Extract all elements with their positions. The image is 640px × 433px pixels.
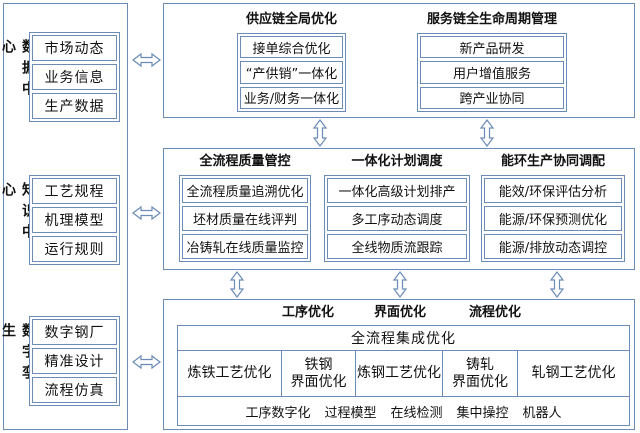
digital-twin-item: 流程仿真	[32, 377, 117, 403]
process-cell-line: 炼铁工艺优化	[187, 365, 272, 381]
quality-control-item: 全流程质量追溯优化	[182, 178, 308, 203]
digital-twin-items: 数字钢厂 精准设计 流程仿真	[29, 316, 120, 406]
integration-box: 全流程集成优化 炼铁工艺优化 铁钢 界面优化 炼钢工艺优化 铸轧 界面优化 轧钢…	[177, 325, 630, 426]
digital-twin-title: 数字孪生	[0, 316, 36, 406]
quality-control-items: 全流程质量追溯优化 坯材质量在线评判 冶铸轧在线质量监控	[179, 175, 311, 262]
double-arrow-middle-bottom-icon	[549, 271, 565, 298]
process-cell-line: 炼钢工艺优化	[357, 365, 441, 381]
process-cell: 铁钢 界面优化	[282, 351, 356, 396]
knowledge-center-item: 机理模型	[32, 207, 117, 233]
double-arrow-left-middle-icon	[132, 205, 161, 221]
energy-environment-items: 能效/环保评估分析 能源/环保预测优化 能源/排放动态调控	[481, 175, 625, 262]
process-cell-line: 轧钢工艺优化	[531, 365, 616, 381]
flow-optimization-header: 流程优化	[468, 305, 521, 320]
foundation-item: 工序数字化	[245, 405, 311, 421]
energy-environment-item: 能源/环保预测优化	[484, 206, 622, 231]
quality-control-item: 冶铸轧在线质量监控	[182, 234, 308, 259]
top-block: 供应链全局优化 接单综合优化 “产供销”一体化 业务/财务一体化 服务链全生命周…	[163, 3, 635, 118]
foundation-item: 过程模型	[324, 405, 377, 421]
process-cell: 铸轧 界面优化	[443, 351, 518, 396]
bottom-block: 工序优化 界面优化 流程优化 全流程集成优化 炼铁工艺优化 铁钢 界面优化 炼钢…	[163, 299, 635, 430]
data-center-item: 生产数据	[32, 93, 117, 119]
data-center-item: 业务信息	[32, 64, 117, 90]
quality-control-title: 全流程质量管控	[199, 154, 291, 169]
energy-environment-item: 能效/环保评估分析	[484, 178, 622, 203]
energy-environment-item: 能源/排放动态调控	[484, 234, 622, 259]
process-cell-line: 铸轧	[466, 356, 494, 373]
service-chain-item: 用户增值服务	[420, 61, 564, 84]
digital-twin-item: 数字钢厂	[32, 319, 117, 345]
foundation-item: 集中操控	[456, 405, 509, 421]
supply-chain-item: 接单综合优化	[240, 36, 343, 59]
double-arrow-left-top-icon	[132, 52, 161, 68]
middle-block: 全流程质量管控 全流程质量追溯优化 坯材质量在线评判 冶铸轧在线质量监控 一体化…	[163, 148, 635, 270]
double-arrow-top-middle-icon	[312, 119, 328, 147]
service-chain-item: 跨产业协同	[420, 86, 564, 109]
foundation-item: 在线检测	[390, 405, 443, 421]
data-center-title: 数据中心	[0, 32, 36, 122]
data-center-item: 市场动态	[32, 35, 117, 61]
process-cell-line: 界面优化	[452, 373, 508, 390]
foundation-item: 机器人	[522, 405, 562, 421]
energy-environment-title: 能环生产协同调配	[500, 154, 605, 169]
process-cell: 炼铁工艺优化	[178, 351, 282, 396]
double-arrow-top-middle-icon	[479, 119, 495, 147]
double-arrow-middle-bottom-icon	[392, 271, 408, 298]
planning-scheduling-item: 一体化高级计划排产	[327, 178, 467, 203]
digital-twin-item: 精准设计	[32, 348, 117, 374]
quality-control-item: 坯材质量在线评判	[182, 206, 308, 231]
supply-chain-title: 供应链全局优化	[245, 12, 337, 27]
knowledge-center-item: 运行规则	[32, 236, 117, 262]
planning-scheduling-items: 一体化高级计划排产 多工序动态调度 全线物质流跟踪	[324, 175, 470, 262]
knowledge-center-item: 工艺规程	[32, 178, 117, 204]
process-cell-line: 铁钢	[304, 356, 333, 373]
process-optimization-header: 工序优化	[281, 305, 334, 320]
planning-scheduling-title: 一体化计划调度	[351, 154, 443, 169]
knowledge-center-title: 知识中心	[0, 175, 36, 265]
integration-title: 全流程集成优化	[178, 326, 629, 351]
service-chain-items: 新产品研发 用户增值服务 跨产业协同	[417, 33, 567, 112]
process-cell: 炼钢工艺优化	[356, 351, 443, 396]
service-chain-item: 新产品研发	[420, 36, 564, 59]
process-cell-line: 界面优化	[290, 373, 347, 390]
foundation-row: 工序数字化 过程模型 在线检测 集中操控 机器人	[178, 397, 629, 425]
planning-scheduling-item: 全线物质流跟踪	[327, 234, 467, 259]
left-panel: 数据中心 市场动态 业务信息 生产数据 知识中心 工艺规程 机理模型 运行规则 …	[0, 3, 128, 430]
double-arrow-middle-bottom-icon	[229, 271, 245, 298]
knowledge-center-items: 工艺规程 机理模型 运行规则	[29, 175, 120, 265]
process-row: 炼铁工艺优化 铁钢 界面优化 炼钢工艺优化 铸轧 界面优化 轧钢工艺优化	[178, 351, 629, 397]
process-cell: 轧钢工艺优化	[518, 351, 629, 396]
double-arrow-left-bottom-icon	[132, 354, 161, 370]
interface-optimization-header: 界面优化	[373, 305, 426, 320]
supply-chain-item: “产供销”一体化	[240, 61, 343, 84]
service-chain-title: 服务链全生命周期管理	[426, 12, 557, 27]
planning-scheduling-item: 多工序动态调度	[327, 206, 467, 231]
data-center-items: 市场动态 业务信息 生产数据	[29, 32, 120, 122]
supply-chain-items: 接单综合优化 “产供销”一体化 业务/财务一体化	[237, 33, 346, 112]
supply-chain-item: 业务/财务一体化	[240, 86, 343, 109]
